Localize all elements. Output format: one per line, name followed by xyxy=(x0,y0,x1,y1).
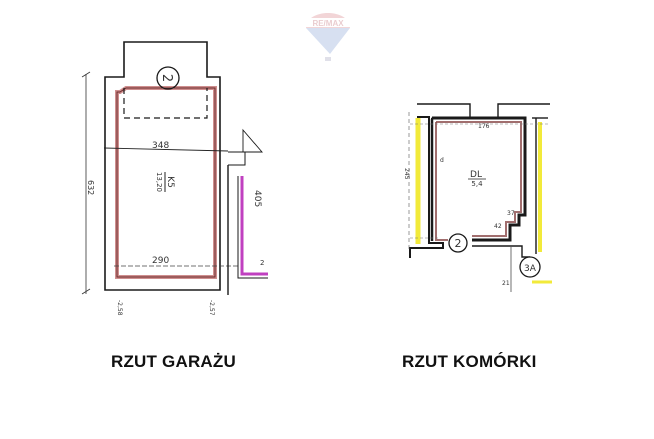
svg-text:245: 245 xyxy=(403,168,410,180)
svg-text:2: 2 xyxy=(260,259,264,267)
svg-text:d: d xyxy=(440,157,444,164)
svg-text:42: 42 xyxy=(494,223,502,230)
svg-text:2: 2 xyxy=(159,74,174,82)
svg-text:5,4: 5,4 xyxy=(471,180,483,188)
svg-text:RE/MAX: RE/MAX xyxy=(312,19,344,28)
svg-text:3A: 3A xyxy=(524,264,537,274)
svg-text:13,20: 13,20 xyxy=(155,172,163,192)
garage-plan: 2 348 290 632 K5 13,20 405 xyxy=(81,41,268,316)
svg-text:290: 290 xyxy=(152,256,169,266)
svg-text:-2,57: -2,57 xyxy=(208,300,215,316)
svg-text:176: 176 xyxy=(478,123,490,130)
storage-caption: RZUT KOMÓRKI xyxy=(402,352,537,371)
neighbor-unit-marker xyxy=(519,256,541,278)
garage-room-label: K5 xyxy=(165,176,175,188)
garage-caption: RZUT GARAŻU xyxy=(111,352,236,371)
svg-text:632: 632 xyxy=(86,180,95,195)
remax-watermark-icon: RE/MAX xyxy=(305,13,351,61)
svg-text:21: 21 xyxy=(502,280,510,287)
svg-text:37: 37 xyxy=(507,210,515,217)
svg-text:405: 405 xyxy=(252,190,262,207)
svg-text:2: 2 xyxy=(455,237,462,250)
garage-unit-marker xyxy=(156,66,180,90)
storage-room-label: DL xyxy=(470,170,482,180)
storage-plan: 176 245 d DL 5,4 37 42 2 3A 21 xyxy=(403,103,552,292)
svg-text:348: 348 xyxy=(152,141,169,151)
svg-text:-2,58: -2,58 xyxy=(116,300,123,316)
storage-unit-marker xyxy=(448,233,468,253)
